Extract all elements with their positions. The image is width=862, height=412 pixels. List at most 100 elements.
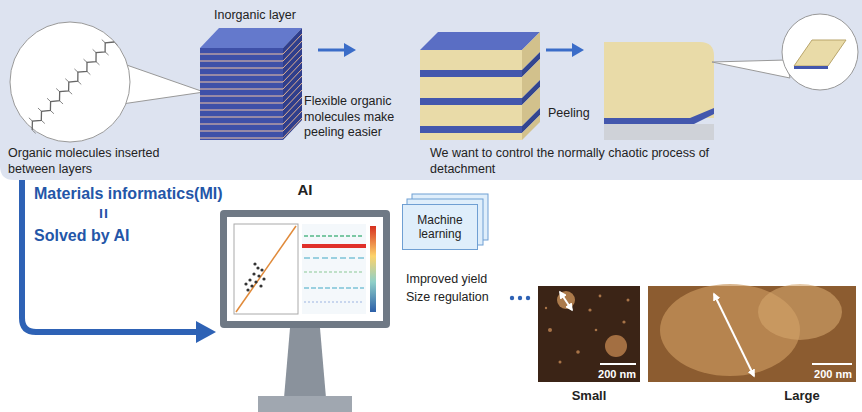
flow-arrow-part — [22, 180, 198, 332]
top-panel-part — [0, 0, 862, 180]
equals-sign: = — [92, 208, 115, 222]
afm-image-small-part-part — [545, 307, 547, 309]
monitor-part — [284, 328, 326, 398]
layered-block-part — [200, 103, 283, 104]
ellipsis-dots-part — [510, 296, 514, 300]
flake-bubble-part — [782, 14, 858, 90]
expanded-block-part — [420, 50, 522, 70]
expanded-block-part — [420, 133, 522, 140]
molecule-bubble-part — [118, 62, 204, 104]
heading-label: Materials informatics(MI) — [34, 184, 222, 204]
monitor-part-part — [256, 266, 259, 269]
peeled-sheet-part — [604, 42, 714, 118]
monitor-part-part — [246, 288, 249, 291]
monitor-part-part — [257, 274, 260, 277]
afm-image-small-part — [545, 295, 630, 364]
expanded-block-part — [420, 126, 522, 133]
monitor-part-part — [250, 284, 253, 287]
expanded-block-part — [420, 32, 540, 50]
layered-block-part — [200, 89, 283, 90]
molecule-chain-part — [32, 42, 114, 130]
layered-block-part — [200, 48, 283, 140]
result-label: Size regulation — [406, 290, 506, 306]
layered-block — [200, 28, 302, 140]
scale-label: 200 nm — [598, 368, 636, 380]
expanded-block-part — [522, 115, 540, 140]
layered-block-part — [200, 117, 283, 118]
afm-image-small-part — [605, 335, 627, 357]
afm-image-large-part — [812, 363, 852, 365]
image-caption: Small — [538, 388, 640, 403]
layered-block-part — [200, 61, 283, 62]
layered-block-part — [200, 82, 283, 83]
flake-bubble-part — [794, 40, 846, 66]
layered-block-part — [283, 118, 302, 138]
monitor — [220, 210, 390, 412]
step-note: Flexible organic molecules make peeling … — [304, 94, 416, 141]
monitor-part — [304, 235, 364, 237]
monitor-part-part — [244, 282, 247, 285]
molecule-chain-part — [32, 130, 36, 133]
layered-block-part — [200, 131, 283, 132]
expanded-block — [420, 32, 540, 140]
monitor-part — [304, 301, 364, 303]
monitor-part — [244, 262, 265, 291]
afm-image-small-part — [600, 363, 636, 365]
flake-bubble — [712, 14, 858, 90]
layered-block-part — [200, 54, 283, 55]
ellipsis-dots — [510, 296, 530, 300]
part-label: Organic molecules inserted between layer… — [8, 146, 160, 177]
goal-note: We want to control the normally chaotic … — [430, 146, 742, 177]
afm-image-small-part-part — [576, 350, 580, 354]
part-label: Inorganic layer — [214, 8, 344, 24]
scale-label: 200 nm — [814, 368, 852, 380]
layered-block-part — [200, 75, 283, 76]
monitor-part-part — [253, 262, 256, 265]
peeled-sheet — [604, 42, 714, 140]
process-arrow-part — [572, 43, 584, 57]
afm-image-large — [648, 284, 856, 382]
peeled-sheet-part — [604, 108, 714, 124]
image-caption: Large — [748, 388, 856, 403]
monitor-part-part — [260, 268, 263, 271]
layered-block-part — [200, 68, 283, 69]
layered-block-part — [283, 28, 302, 140]
expanded-block-part — [420, 77, 522, 98]
top-panel — [0, 0, 862, 180]
ellipsis-dots-part — [526, 296, 530, 300]
node-heading: AI — [218, 180, 392, 200]
afm-image-small-part — [557, 291, 575, 309]
monitor-part — [304, 257, 364, 259]
ellipsis-dots-part — [518, 296, 522, 300]
result-label: Improved yield — [406, 272, 506, 288]
layered-block-part — [200, 96, 283, 97]
monitor-part — [220, 210, 390, 328]
flow-arrow-part — [196, 321, 216, 343]
expanded-block-part — [420, 105, 522, 126]
heading-label: Solved by AI — [34, 226, 129, 246]
flake-bubble-part — [794, 66, 828, 69]
monitor-part — [302, 244, 366, 248]
monitor-part-part — [259, 284, 262, 287]
expanded-block-part — [420, 98, 522, 105]
afm-image-node: 200 nm Large — [648, 286, 856, 410]
afm-image-small-part-part — [548, 328, 552, 332]
process-arrow-part — [546, 49, 574, 52]
layered-block-part — [200, 138, 283, 139]
molecule-bubble-part — [10, 22, 130, 142]
monitor-part — [258, 396, 352, 412]
afm-image-node: 200 nm Small — [538, 286, 640, 410]
monitor-part-part — [262, 277, 265, 280]
afm-image-small-part-part — [588, 308, 591, 311]
molecule-bubble — [10, 22, 204, 142]
flake-bubble-part — [712, 60, 790, 78]
step-note: Peeling — [548, 106, 600, 122]
peeled-sheet-part — [604, 124, 714, 140]
card-text: Machine learning — [407, 213, 473, 242]
afm-image-small-part-part — [559, 361, 562, 364]
monitor-part-part — [254, 280, 257, 283]
monitor-node: AI — [218, 180, 392, 208]
monitor-part — [304, 287, 364, 289]
afm-image-small-part-part — [627, 299, 630, 302]
monitor-part — [236, 226, 296, 312]
